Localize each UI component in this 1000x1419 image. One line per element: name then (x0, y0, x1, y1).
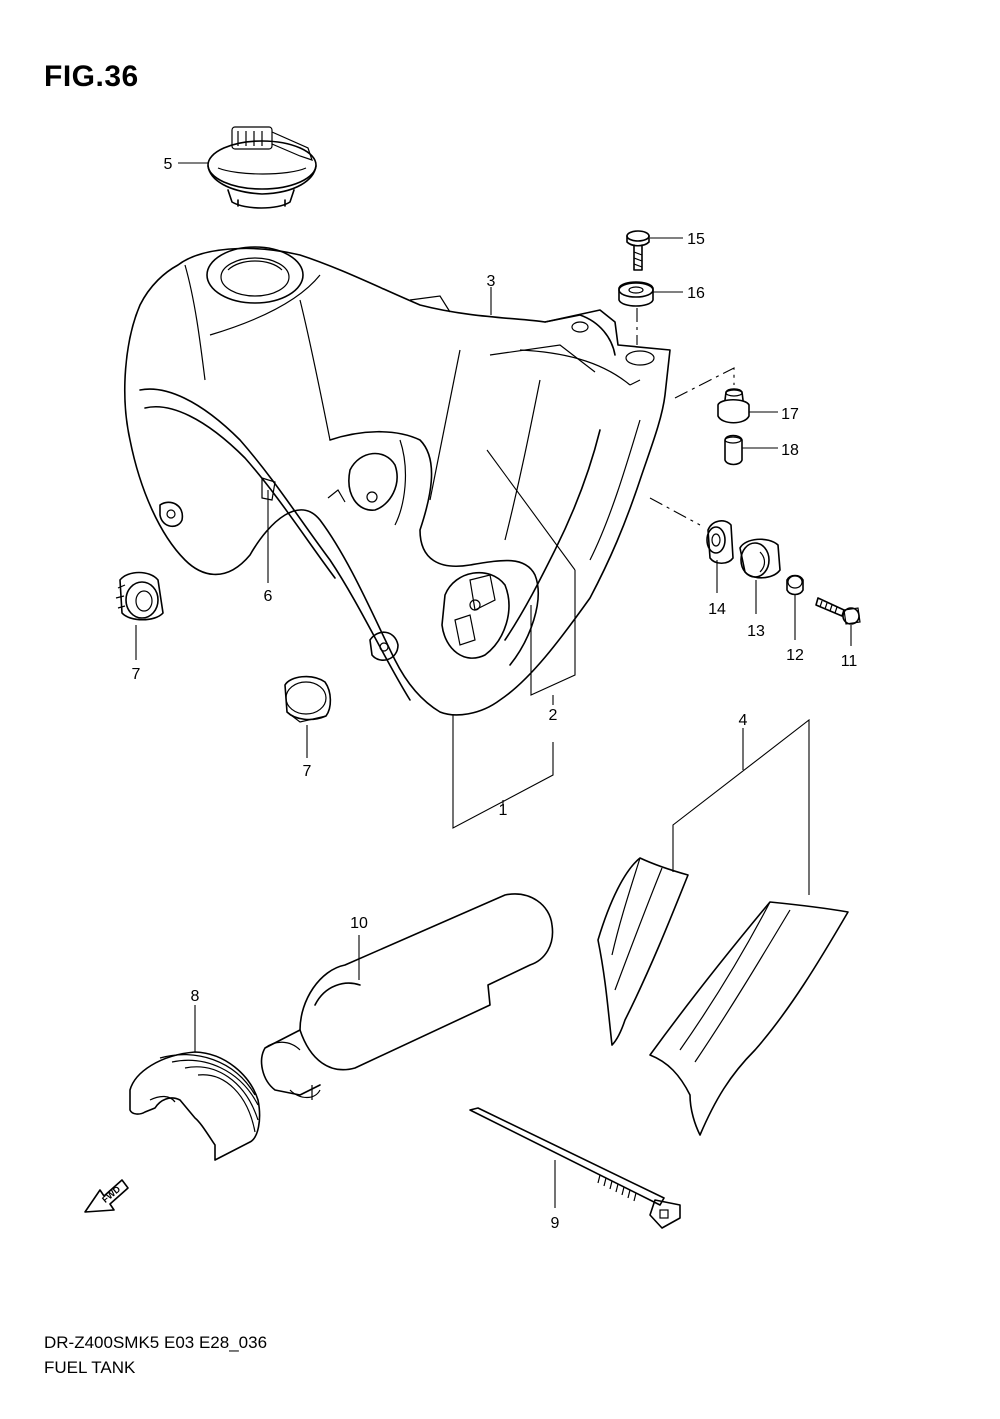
cushion-drawing[interactable] (284, 675, 332, 723)
callout-10: 10 (350, 915, 368, 932)
protector-tube-drawing[interactable] (260, 893, 554, 1100)
callout-8: 8 (191, 988, 200, 1005)
callout-14: 14 (708, 601, 726, 618)
washer-drawing[interactable] (618, 281, 654, 307)
callout-15: 15 (687, 231, 705, 248)
figure-title: FIG.36 (44, 60, 139, 93)
callout-12: 12 (786, 647, 804, 664)
callout-1: 1 (499, 802, 508, 819)
callout-7a: 7 (132, 666, 141, 683)
forward-arrow-icon: FWD (84, 1179, 129, 1213)
bolt-drawing[interactable] (815, 597, 861, 625)
callout-3: 3 (487, 273, 496, 290)
callout-16: 16 (687, 285, 705, 302)
callout-18: 18 (781, 442, 799, 459)
cushion-drawing[interactable] (739, 538, 781, 579)
cable-tie-drawing[interactable] (469, 1107, 681, 1229)
callout-7b: 7 (303, 763, 312, 780)
callout-9: 9 (551, 1215, 560, 1232)
cushion-drawing[interactable] (706, 520, 734, 565)
collar-drawing[interactable] (724, 434, 743, 466)
cushion-drawing[interactable] (717, 388, 750, 424)
fuel-tank-drawing[interactable] (124, 246, 671, 716)
callout-2: 2 (549, 707, 558, 724)
fuel-cap-drawing[interactable] (207, 126, 317, 209)
svg-text:FWD: FWD (100, 1184, 123, 1205)
callout-5: 5 (164, 156, 173, 173)
callout-11: 11 (841, 653, 858, 670)
cushion-drawing[interactable] (115, 571, 164, 621)
callout-6: 6 (264, 588, 273, 605)
callout-13: 13 (747, 623, 765, 640)
collar-drawing[interactable] (786, 574, 804, 596)
bolt-drawing[interactable] (626, 230, 650, 271)
callout-4: 4 (739, 712, 748, 729)
model-code-label: DR-Z400SMK5 E03 E28_036 (44, 1333, 268, 1352)
callout-17: 17 (781, 406, 799, 423)
clamp-drawing[interactable] (129, 1051, 261, 1161)
assembly-name-label: FUEL TANK (44, 1358, 136, 1377)
heat-shield-drawing[interactable] (597, 857, 849, 1136)
